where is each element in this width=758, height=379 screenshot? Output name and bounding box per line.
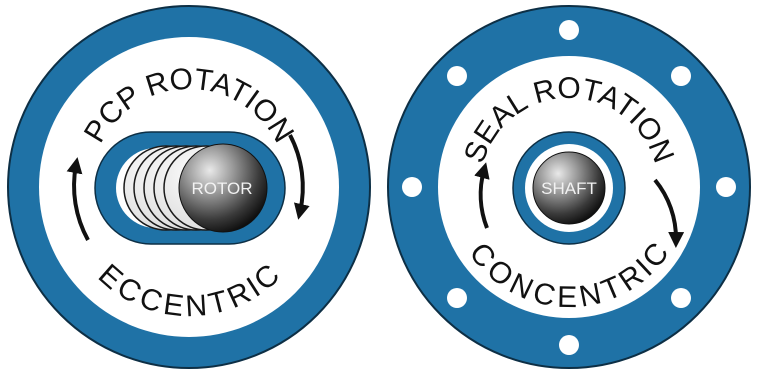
shaft-ball xyxy=(532,151,606,225)
seal-left-arrow xyxy=(474,162,490,229)
shaft-label: SHAFT xyxy=(541,179,597,198)
pcp-left-arrow xyxy=(66,157,90,241)
pcp-right-arrow xyxy=(288,134,310,220)
seal-right-arrow xyxy=(653,178,685,248)
seal-diagram: SHAFT SEAL ROTATION CONCENTRIC xyxy=(387,5,751,369)
rotor-ball xyxy=(178,143,268,233)
pcp-diagram: ROTOR PCP ROTATION ECCENTRIC xyxy=(7,5,371,369)
flange-bolt-holes xyxy=(402,20,736,355)
rotor-label: ROTOR xyxy=(191,179,252,198)
